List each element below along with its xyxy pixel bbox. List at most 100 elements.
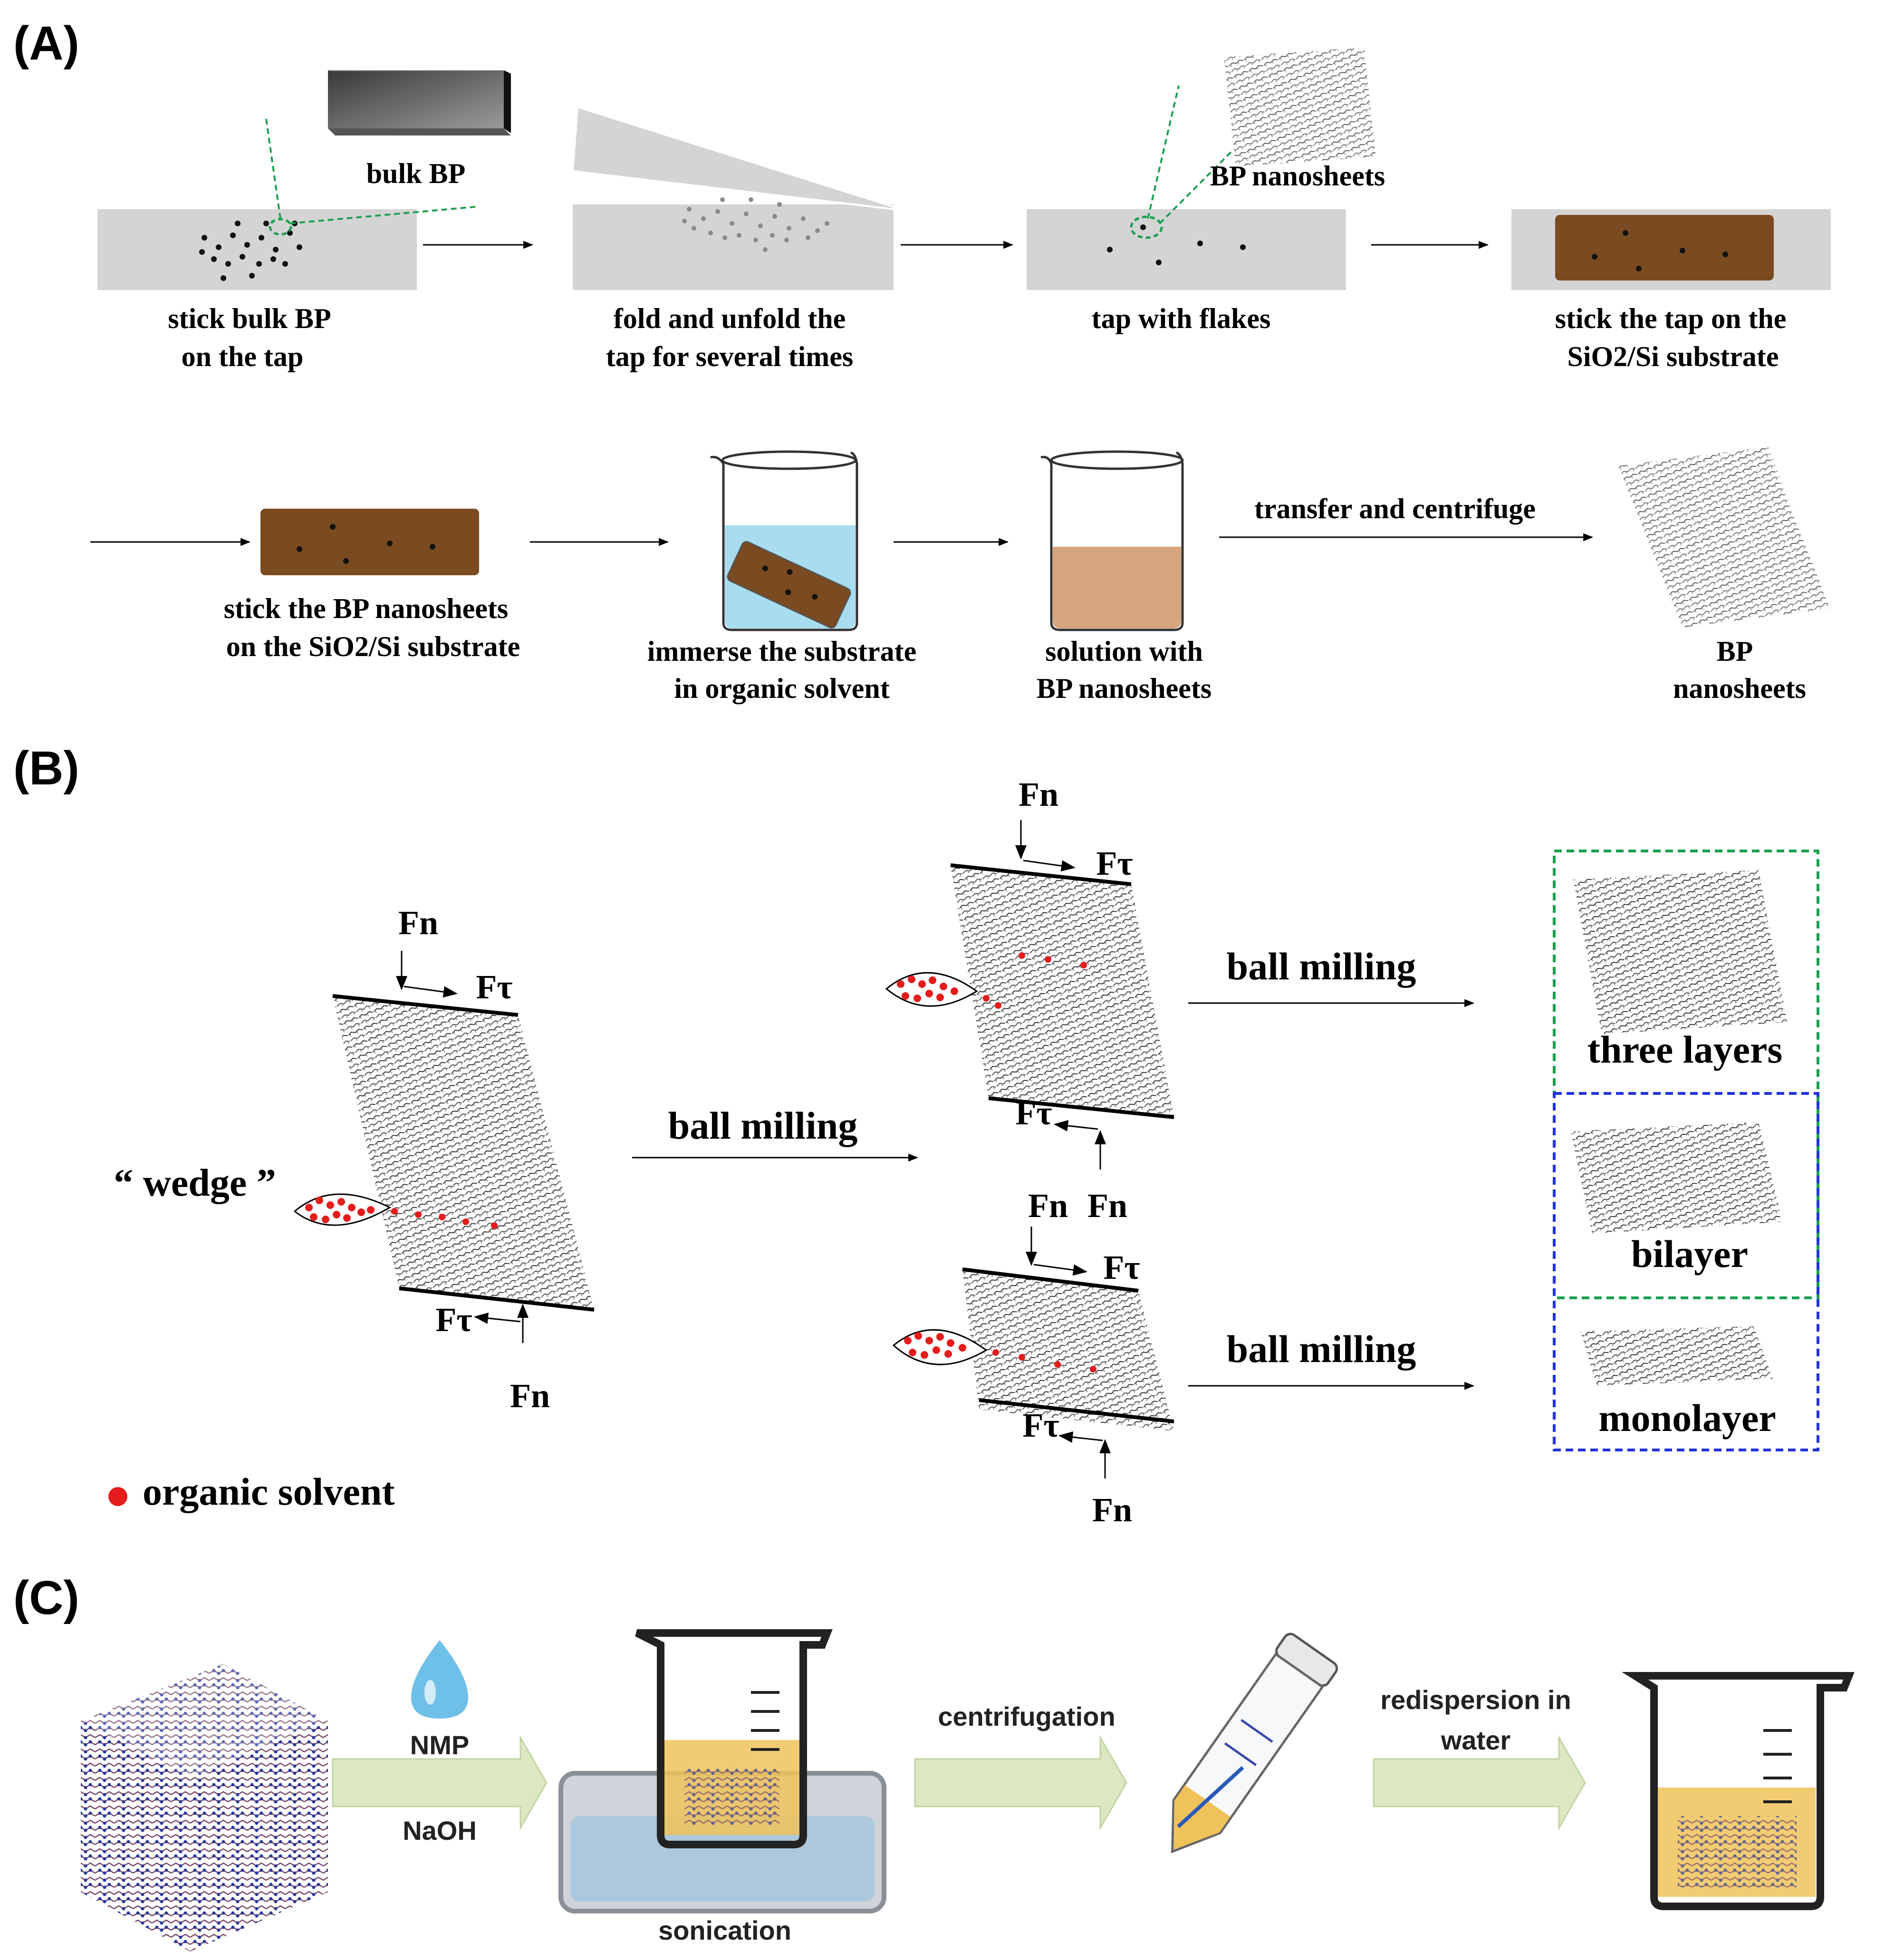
panel-a-label: (A) [13,17,79,70]
nmp-label: NMP [410,1730,469,1760]
panel-c-label: (C) [13,1571,79,1624]
ball-milling-3: ball milling [1227,1327,1416,1371]
sonication-label: sonication [658,1915,791,1945]
plate-top-mid-upper [950,863,1132,886]
green-arrow-3 [1373,1735,1586,1831]
water-drop-icon [411,1640,468,1719]
zoom-circle-3 [1130,215,1163,239]
ft-label-mu-bottom: Fτ [1015,1094,1052,1132]
ft-label-ml-bottom: Fτ [1022,1406,1059,1444]
zoom-line-3a [1147,85,1180,219]
bilayer-sheets [1571,1122,1782,1234]
panel-c: (C) NMP NaOH sonication [13,1571,1855,1952]
flakes-5 [297,524,435,564]
flakes [1107,224,1246,265]
step5-line1: stick the BP nanosheets [224,593,508,624]
green-box [1553,850,1819,1299]
green-arrow-1 [332,1735,548,1831]
step4-line2: SiO2/Si substrate [1567,341,1779,372]
fn-label-ml-top: Fn [1028,1187,1068,1225]
plate-bottom-left [399,1286,595,1312]
beaker-immerse [710,450,858,631]
bp-stack-mid-lower [962,1269,1174,1431]
ft-arrow-ml-top [1033,1264,1087,1276]
step5-line2: on the SiO2/Si substrate [226,631,520,662]
ft-label-left-bottom: Fτ [435,1301,472,1339]
step7-line1: solution with [1045,636,1203,667]
zoom-line-1b [289,206,476,224]
plate-top-mid-lower [962,1267,1139,1293]
step2-line2: tap for several times [606,341,853,372]
tape-3 [1027,209,1346,290]
transfer-label: transfer and centrifuge [1254,493,1536,524]
fn-label-mu-top: Fn [1019,775,1058,813]
wedge-mid-upper [885,952,1087,1009]
legend-red-dot [108,1487,127,1506]
monolayer-sheet [1580,1326,1773,1386]
redispersion-line2: water [1441,1725,1510,1755]
ball-milling-2: ball milling [1227,945,1416,988]
panel-a: (A) bulk BP stick bulk BP on the tap [13,17,1831,704]
fn-label-left-bottom: Fn [510,1377,550,1415]
redispersion-line1: redispersion in [1380,1685,1571,1715]
step3-label: tap with flakes [1092,303,1271,334]
ft-label-left-top: Fτ [476,968,512,1006]
thinned-particles [682,197,829,252]
step7-line2: BP nanosheets [1037,673,1212,704]
tape-2-base [573,204,894,290]
naoh-label: NaOH [403,1816,477,1846]
plate-top-left [332,994,519,1017]
bp-nanosheets-inset [1224,48,1376,166]
plate-bottom-mid-upper [988,1096,1174,1119]
bp-nanosheets-stack [1618,447,1830,628]
step6-line1: immerse the substrate [647,636,917,667]
substrate-4 [1555,215,1774,280]
green-arrow-2 [914,1735,1127,1831]
beaker-solution [1040,450,1184,631]
ft-label-ml-top: Fτ [1103,1248,1140,1286]
step1-line1: stick bulk BP [168,303,331,334]
step1-line2: on the tap [182,341,304,372]
substrate-5 [260,509,479,575]
monolayer-label: monolayer [1598,1396,1776,1440]
final-beaker [1622,1672,1855,1910]
step4-line1: stick the tap on the [1555,303,1787,334]
bp-stack-mid-upper [951,865,1174,1117]
ft-arrow-mu-bottom [1054,1120,1098,1131]
fn-label-ml-bottom: Fn [1092,1491,1132,1529]
flakes-4 [1592,230,1728,271]
ball-milling-1: ball milling [668,1104,858,1147]
fn-label-mu-bottom: Fn [1087,1187,1127,1225]
wedge-label: “ wedge ” [114,1161,276,1204]
ft-arrow-mu-top [1023,860,1076,872]
three-layers-sheets [1573,870,1787,1034]
ft-arrow-left-bottom [474,1312,521,1324]
panel-b-label: (B) [13,742,79,795]
panel-b: (B) Fn Fτ Fτ Fn “ wedge ” ball milling [13,742,1819,1529]
zoom-line-1a [265,118,281,219]
wedge-mid-lower [892,1329,1096,1372]
bp-crystal-lattice [81,1664,328,1952]
sonication-beaker [635,1629,833,1848]
ft-label-mu-top: Fτ [1096,844,1133,882]
zoom-line-3b [1159,151,1232,224]
three-layers-label: three layers [1587,1028,1783,1071]
bp-nanosheets-top-label: BP nanosheets [1210,160,1385,192]
bp-stack-left [333,996,594,1310]
step8-line1: BP [1717,636,1753,667]
centrifugation-label: centrifugation [938,1701,1115,1731]
wedge-left [293,1193,498,1229]
tape-1 [97,209,417,290]
bulk-bp-label: bulk BP [366,158,465,189]
step8-line2: nanosheets [1673,673,1806,704]
fn-label-left-top: Fn [398,904,438,942]
plate-bottom-mid-lower [979,1398,1174,1423]
bulk-bp-particles [199,221,302,281]
bilayer-label: bilayer [1631,1232,1748,1276]
legend-label: organic solvent [143,1470,395,1513]
ft-arrow-left-top [404,986,458,998]
step6-line2: in organic solvent [674,673,889,704]
zoom-circle-1 [269,218,292,236]
bulk-bp-block [328,70,511,135]
